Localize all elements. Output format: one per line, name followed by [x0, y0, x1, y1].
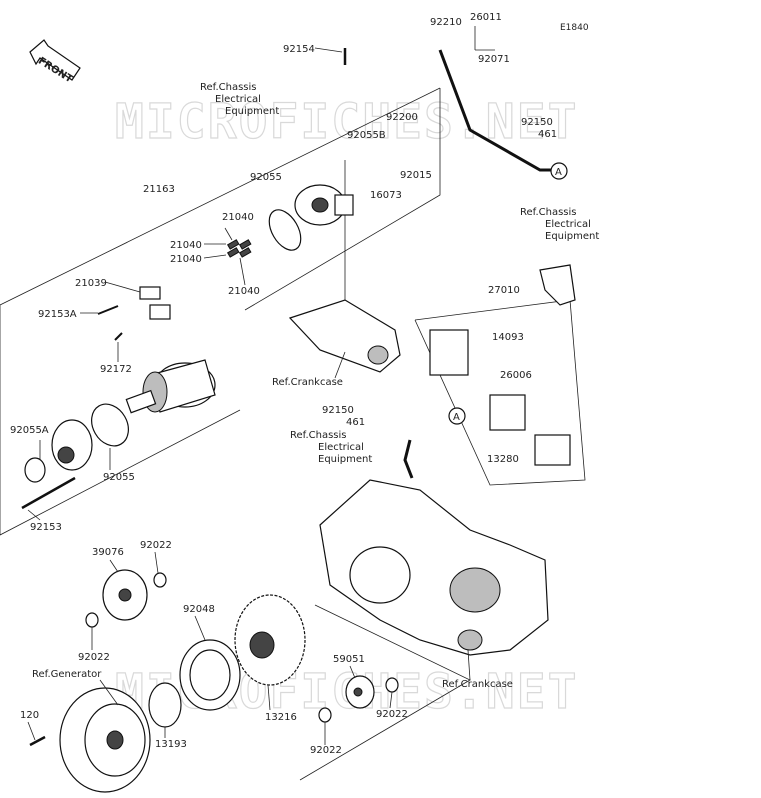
label-13216: 13216 — [265, 712, 297, 723]
watermark-top: MICROFICHES.NET — [115, 94, 578, 150]
ref-chassis-right-3: Equipment — [545, 231, 599, 242]
ref-chassis-top-2: Electrical — [215, 94, 261, 105]
label-13193: 13193 — [155, 739, 187, 750]
washer-92022-b — [85, 612, 99, 628]
label-13280: 13280 — [487, 454, 519, 465]
label-92048: 92048 — [183, 604, 215, 615]
starter-clutch — [179, 639, 241, 711]
ref-crankcase-bottom: Ref.Crankcase — [442, 679, 513, 690]
label-26006: 26006 — [500, 370, 532, 381]
label-21040-c: 21040 — [170, 254, 202, 265]
label-92022-a: 92022 — [140, 540, 172, 551]
bolt-92153a — [97, 305, 119, 315]
o-ring-middle — [91, 403, 129, 447]
starter-motor — [125, 359, 216, 414]
diagram-code: E1840 — [560, 23, 589, 33]
o-ring-small — [24, 457, 46, 483]
ref-chassis-right-1: Ref.Chassis — [520, 207, 576, 218]
gear-59051 — [345, 675, 375, 709]
washer-92022-a — [153, 572, 167, 588]
label-461-top: 461 — [538, 129, 557, 140]
label-39076: 39076 — [92, 547, 124, 558]
label-92200: 92200 — [386, 112, 418, 123]
starter-front-cover — [51, 419, 93, 471]
label-92015: 92015 — [400, 170, 432, 181]
relay-frame — [414, 299, 586, 486]
label-14093: 14093 — [492, 332, 524, 343]
marker-a-mid-label: A — [453, 412, 460, 423]
label-92022-b: 92022 — [78, 652, 110, 663]
ref-generator: Ref.Generator — [32, 669, 102, 680]
label-92055-top: 92055 — [250, 172, 282, 183]
label-92153a: 92153A — [38, 309, 77, 320]
label-92022-d: 92022 — [310, 745, 342, 756]
label-92055b: 92055B — [347, 130, 386, 141]
marker-a-top-label: A — [555, 167, 562, 178]
relay-starter — [489, 394, 526, 431]
leader-lines — [27, 227, 471, 745]
ref-crankcase-top: Ref.Crankcase — [272, 377, 343, 388]
label-27010: 27010 — [488, 285, 520, 296]
marker-a-mid — [448, 407, 466, 425]
label-92071: 92071 — [478, 54, 510, 65]
label-92210: 92210 — [430, 17, 462, 28]
front-arrow-icon: FRONT — [29, 39, 81, 85]
bearing-13193 — [148, 682, 182, 728]
bolt-120 — [29, 735, 46, 747]
brush-holder — [139, 286, 171, 320]
starter-frame — [0, 87, 441, 536]
lower-wire — [403, 439, 414, 479]
label-92055-mid: 92055 — [103, 472, 135, 483]
ref-chassis-mid-3: Equipment — [318, 454, 372, 465]
washer-92022-d — [318, 707, 332, 723]
label-92150-mid: 92150 — [322, 405, 354, 416]
o-ring-top — [268, 209, 302, 251]
gear-13216 — [234, 594, 306, 686]
relay-13280 — [534, 434, 571, 466]
label-21039: 21039 — [75, 278, 107, 289]
label-16073: 16073 — [370, 190, 402, 201]
label-92022-c: 92022 — [376, 709, 408, 720]
label-92153: 92153 — [30, 522, 62, 533]
generator-rotor — [59, 687, 151, 793]
crankcase-upper — [288, 299, 401, 373]
label-92154: 92154 — [283, 44, 315, 55]
label-59051: 59051 — [333, 654, 365, 665]
bolt-92172 — [114, 332, 123, 341]
label-21040-d: 21040 — [228, 286, 260, 297]
ref-chassis-right-2: Electrical — [545, 219, 591, 230]
label-461-mid: 461 — [346, 417, 365, 428]
ref-chassis-mid-2: Electrical — [318, 442, 364, 453]
label-21040-a: 21040 — [222, 212, 254, 223]
label-26011: 26011 — [470, 12, 502, 23]
crankcase-main — [319, 479, 549, 656]
gear-39076 — [102, 569, 148, 621]
relay-14093 — [429, 329, 469, 376]
label-92172: 92172 — [100, 364, 132, 375]
ref-chassis-top-3: Equipment — [225, 106, 279, 117]
bolt-92153 — [21, 476, 76, 510]
brushes — [226, 239, 252, 258]
ref-chassis-top-1: Ref.Chassis — [200, 82, 256, 93]
starter-end-cover — [294, 184, 354, 226]
label-92055a: 92055A — [10, 425, 49, 436]
label-21040-b: 21040 — [170, 240, 202, 251]
label-120: 120 — [20, 710, 39, 721]
chassis-bracket — [539, 264, 576, 306]
washer-92022-c — [385, 677, 399, 693]
ref-chassis-mid-1: Ref.Chassis — [290, 430, 346, 441]
label-92150-top: 92150 — [521, 117, 553, 128]
marker-a-top — [550, 162, 568, 180]
label-21163: 21163 — [143, 184, 175, 195]
starter-cable — [438, 49, 555, 172]
